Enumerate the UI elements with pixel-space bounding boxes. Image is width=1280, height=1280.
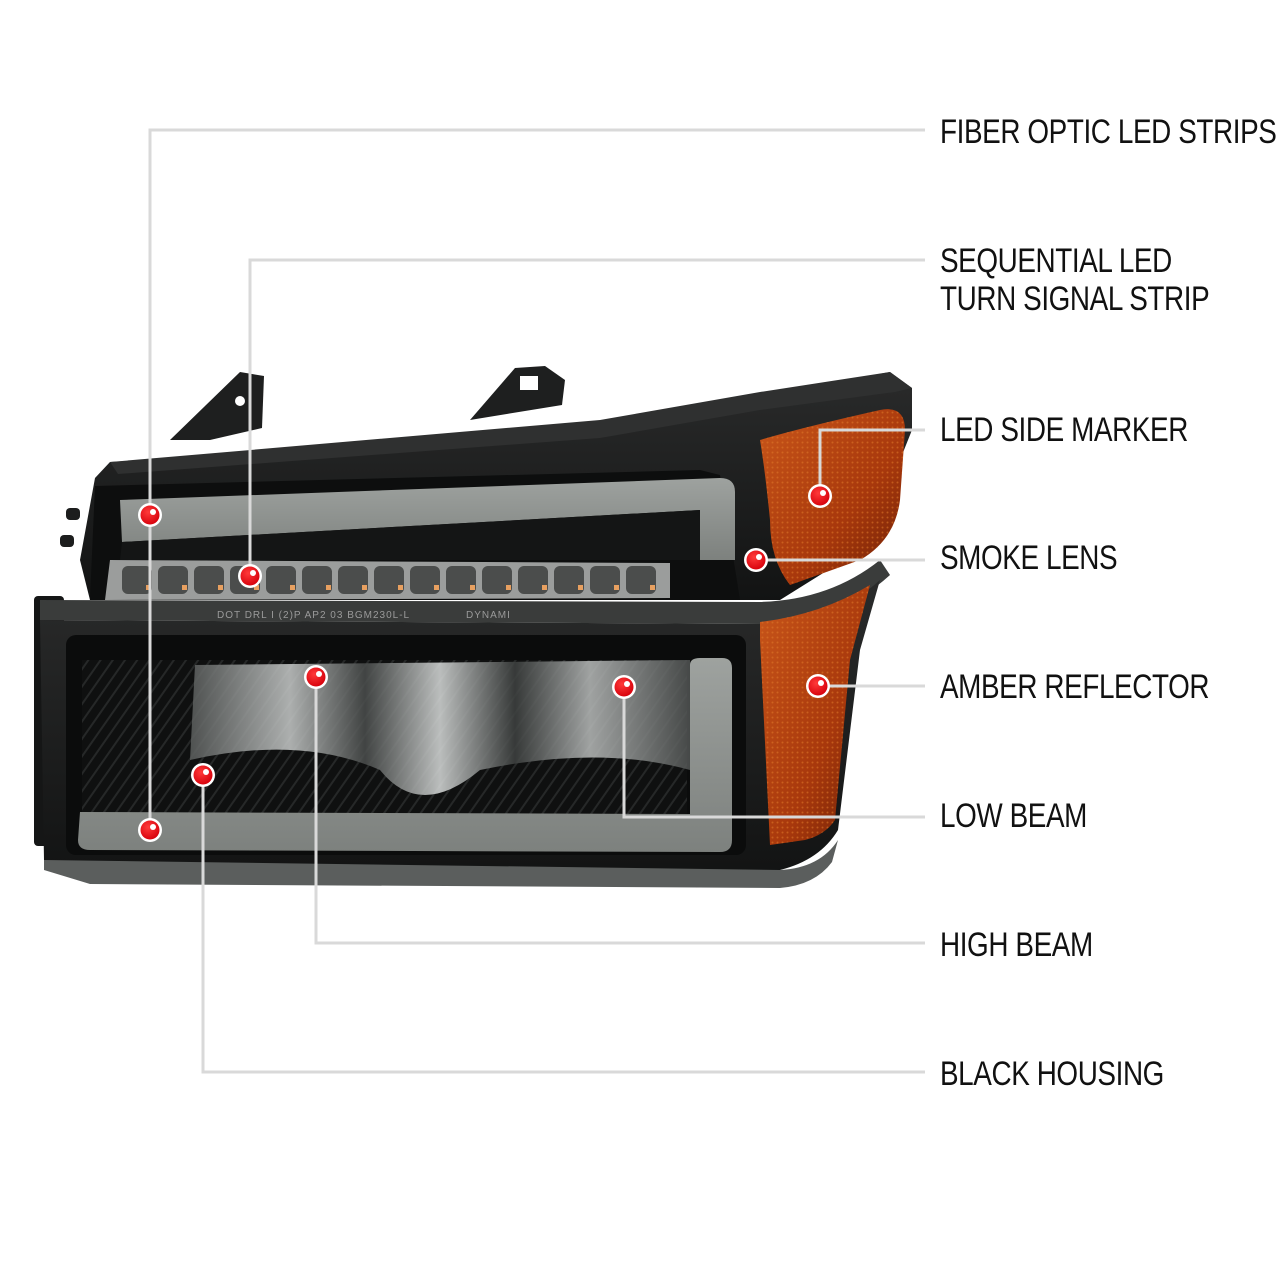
- mounting-bracket-right: [470, 366, 565, 420]
- label-line: FIBER OPTIC LED STRIPS: [940, 113, 1277, 151]
- leader-line-low-beam: [622, 687, 925, 819]
- label-low-beam: LOW BEAM: [940, 797, 1087, 835]
- leader-line-high-beam: [314, 677, 925, 945]
- leader-lines: [148, 128, 925, 1074]
- leader-line-sequential-led-turn-signal-strip: [248, 258, 925, 576]
- marker-dot-smoke-lens: [744, 548, 768, 572]
- upper-fiber-optic-bar: [120, 478, 735, 560]
- marker-dot-fiber-optic-lower: [138, 818, 162, 842]
- marker-dot-low-beam: [612, 675, 636, 699]
- brand-stamp: DYNAMI: [466, 610, 511, 621]
- label-sequential-led-turn-signal-strip: SEQUENTIAL LED TURN SIGNAL STRIP: [940, 242, 1210, 318]
- leader-line-led-side-marker: [818, 428, 925, 496]
- label-line: BLACK HOUSING: [940, 1055, 1164, 1093]
- mounting-bracket-left: [170, 372, 264, 440]
- label-line: AMBER REFLECTOR: [940, 668, 1210, 706]
- label-amber-reflector: AMBER REFLECTOR: [940, 668, 1209, 706]
- label-black-housing: BLACK HOUSING: [940, 1055, 1164, 1093]
- label-line: LED SIDE MARKER: [940, 411, 1188, 449]
- label-line: TURN SIGNAL STRIP: [940, 280, 1210, 318]
- label-line: LOW BEAM: [940, 797, 1087, 835]
- label-line: SMOKE LENS: [940, 539, 1118, 577]
- marker-dot-amber-reflector: [806, 674, 830, 698]
- label-smoke-lens: SMOKE LENS: [940, 539, 1118, 577]
- marker-dot-sequential-led: [238, 564, 262, 588]
- marker-dot-led-side-marker: [808, 484, 832, 508]
- dot-compliance-stamp: DOT DRL I (2)P AP2 03 BGM230L-L: [217, 610, 411, 621]
- led-row: [122, 566, 656, 594]
- leader-line-fiber-optic-led-strips: [148, 128, 925, 515]
- headlight-assembly: [34, 366, 912, 888]
- label-led-side-marker: LED SIDE MARKER: [940, 411, 1188, 449]
- label-fiber-optic-led-strips: FIBER OPTIC LED STRIPS: [940, 113, 1277, 151]
- leader-line-black-housing: [201, 775, 925, 1074]
- marker-dots: [138, 484, 832, 842]
- label-high-beam: HIGH BEAM: [940, 926, 1093, 964]
- marker-dot-black-housing: [191, 763, 215, 787]
- label-line: SEQUENTIAL LED: [940, 242, 1172, 280]
- label-line: HIGH BEAM: [940, 926, 1093, 964]
- marker-dot-fiber-optic-upper: [138, 503, 162, 527]
- led-chips: [146, 585, 655, 590]
- marker-dot-high-beam: [304, 665, 328, 689]
